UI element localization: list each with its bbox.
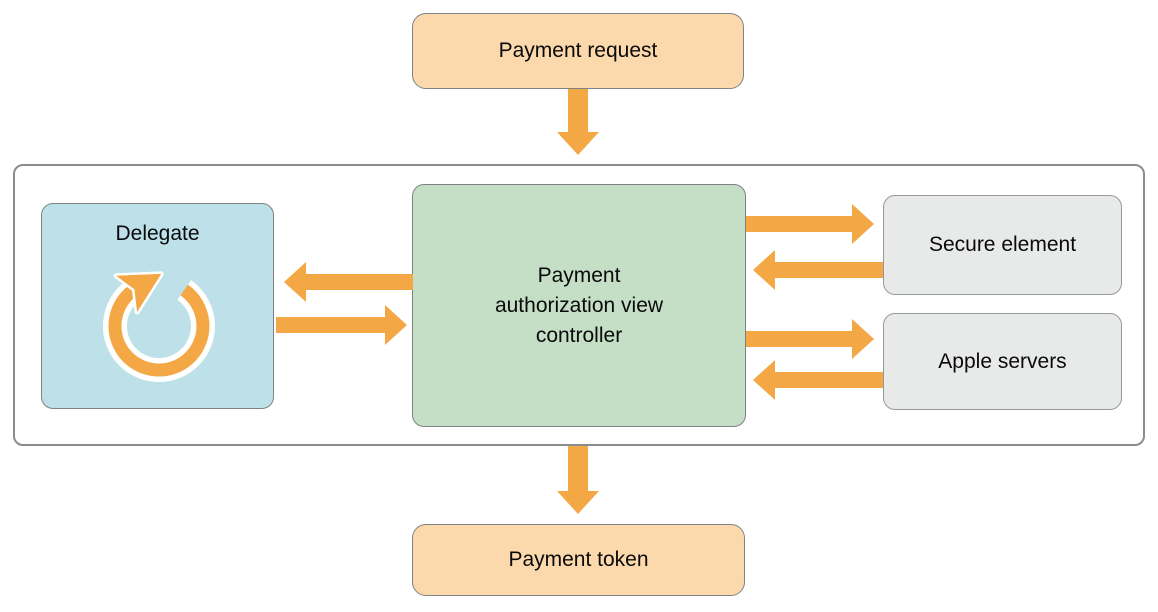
node-secure-element: Secure element [883, 195, 1122, 295]
run-loop-arrow-icon [102, 271, 215, 383]
payment-authorization-label: Payment authorization view controller [494, 263, 664, 347]
arrow-delegate-to-controller-icon [276, 317, 385, 333]
node-delegate: Delegate [41, 203, 274, 409]
arrow-controller-to-secure-element-icon [746, 216, 852, 232]
arrow-down-payment-token-icon [568, 446, 588, 491]
node-payment-token: Payment token [412, 524, 745, 596]
payment-request-label: Payment request [498, 39, 658, 62]
arrow-controller-to-apple-servers-icon [746, 331, 852, 347]
payment-token-label: Payment token [508, 548, 649, 571]
arrow-apple-servers-to-controller-icon [775, 372, 883, 388]
secure-element-label: Secure element [928, 233, 1077, 256]
apple-servers-label: Apple servers [938, 349, 1067, 373]
node-payment-authorization-view-controller: Payment authorization view controller [412, 184, 746, 427]
arrow-down-payment-request-icon [568, 89, 588, 132]
node-apple-servers: Apple servers [883, 313, 1122, 410]
arrow-controller-to-delegate-icon [306, 274, 413, 290]
arrow-secure-element-to-controller-icon [775, 262, 883, 278]
node-payment-request: Payment request [412, 13, 744, 89]
delegate-label: Delegate [115, 222, 200, 245]
